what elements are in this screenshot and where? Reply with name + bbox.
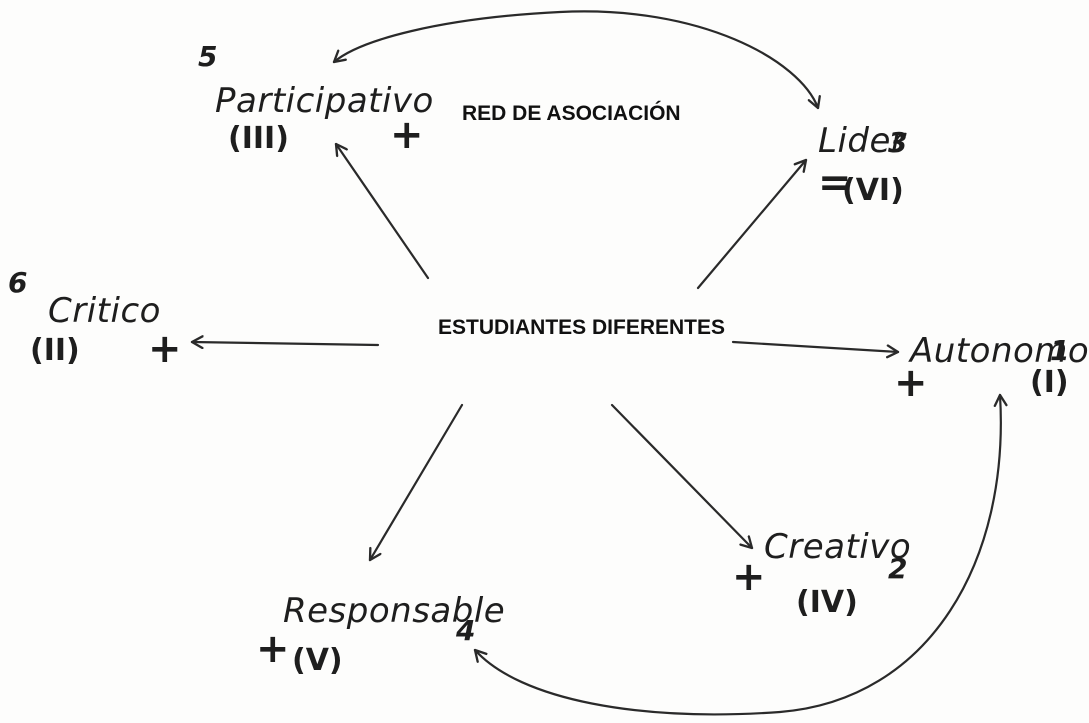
- lider-roman: (VI): [842, 173, 904, 208]
- participativo-number: 5: [198, 40, 217, 73]
- center-concept: ESTUDIANTES DIFERENTES: [438, 316, 725, 339]
- diagram-title: RED DE ASOCIACIÓN: [462, 101, 681, 125]
- responsable-label: Responsable: [283, 591, 505, 631]
- arrow-to-critico: [190, 335, 380, 350]
- participativo-label: Participativo: [215, 81, 434, 121]
- critico-sign: +: [148, 326, 182, 372]
- curved-arrow-responsable-autonomo: [473, 393, 1008, 716]
- arrow-to-creativo: [610, 403, 754, 550]
- lider-label: Lider: [818, 121, 907, 161]
- creativo-roman: (IV): [796, 585, 858, 620]
- creativo-sign: +: [732, 554, 766, 600]
- critico-roman: (II): [30, 333, 80, 368]
- arrow-to-autonomo: [731, 340, 900, 359]
- curved-arrow-lider-participativo: [332, 10, 821, 110]
- responsable-number: 4: [455, 614, 475, 647]
- critico-label: Critico: [48, 291, 161, 331]
- participativo-sign: +: [390, 112, 424, 158]
- autonomo-roman: (I): [1030, 365, 1069, 400]
- autonomo-number: 1: [1050, 334, 1069, 367]
- lider-sign: =: [818, 160, 852, 206]
- critico-number: 6: [8, 266, 27, 299]
- arrow-to-responsable: [368, 403, 464, 562]
- responsable-roman: (V): [292, 643, 343, 678]
- creativo-label: Creativo: [764, 527, 911, 567]
- creativo-number: 2: [888, 552, 907, 585]
- autonomo-sign: +: [894, 360, 928, 406]
- responsable-sign: +: [256, 626, 290, 672]
- lider-number: 3: [888, 126, 907, 159]
- arrow-to-lider: [696, 158, 808, 290]
- participativo-roman: (III): [228, 121, 289, 156]
- arrow-to-participativo: [334, 142, 430, 280]
- autonomo-label: Autonomo: [908, 331, 1089, 371]
